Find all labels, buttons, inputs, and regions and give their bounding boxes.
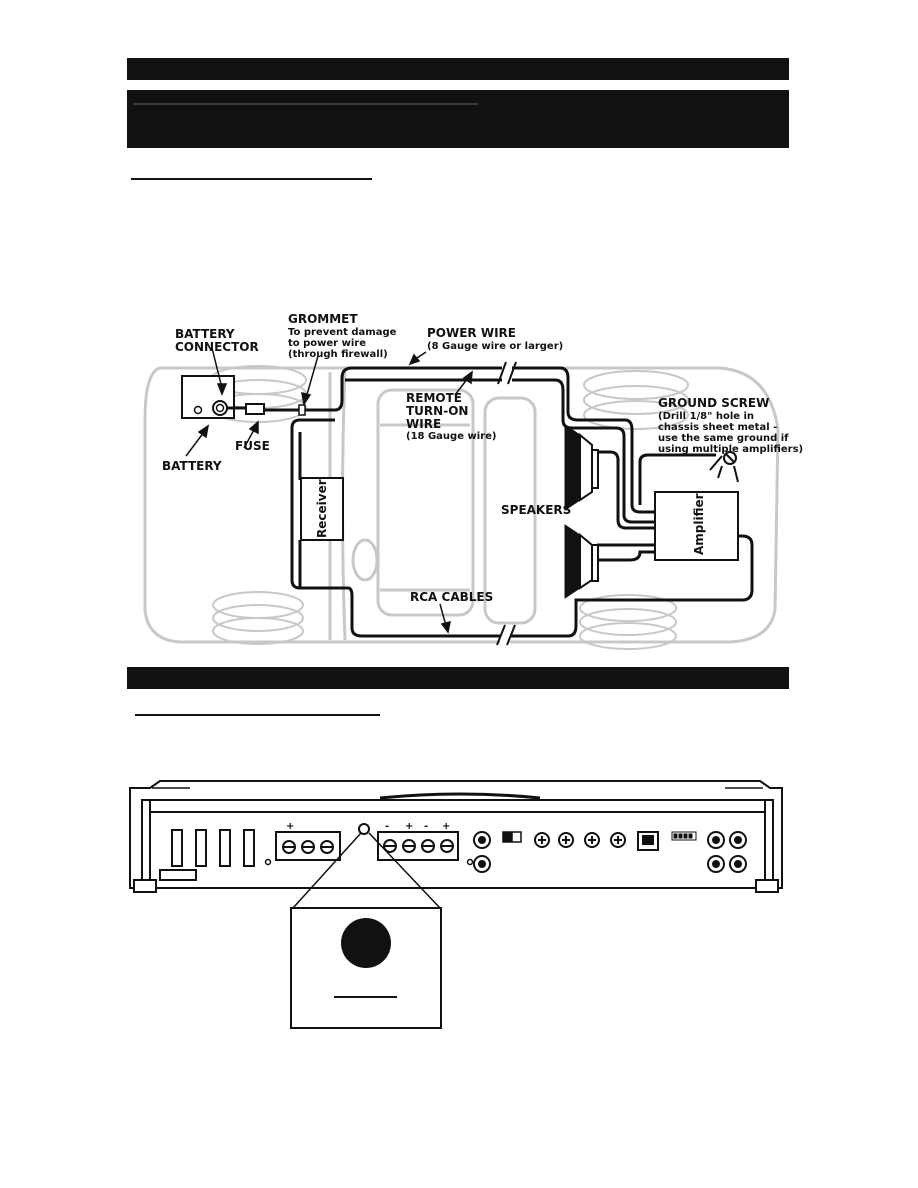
battery-connector-label: BATTERY CONNECTOR bbox=[175, 327, 259, 354]
battery-terminal-small bbox=[193, 405, 203, 415]
mode-switch bbox=[502, 831, 522, 843]
speaker-terminal-block bbox=[377, 831, 459, 861]
break-marks bbox=[496, 361, 517, 646]
svg-text:-: - bbox=[385, 821, 389, 832]
section-header-bar-1 bbox=[127, 58, 789, 80]
grommet-label: GROMMET bbox=[288, 312, 358, 326]
battery-label: BATTERY bbox=[162, 459, 222, 473]
power-terminal-block bbox=[275, 831, 341, 861]
ground-screw-label: GROUND SCREW bbox=[658, 396, 769, 410]
ground-screw bbox=[709, 451, 739, 483]
amplifier-box bbox=[654, 491, 739, 561]
vent-slots bbox=[171, 829, 255, 867]
remote-wire-note: (18 Gauge wire) bbox=[406, 431, 496, 442]
power-led bbox=[358, 823, 370, 835]
subheading-rule-2 bbox=[135, 714, 380, 716]
speakers-label: SPEAKERS bbox=[501, 503, 571, 517]
rca-output-jacks bbox=[707, 831, 747, 873]
rca-cables-label: RCA CABLES bbox=[410, 590, 493, 604]
callout-label-rule bbox=[334, 996, 397, 998]
wiring-diagram: BATTERY CONNECTOR GROMMET To prevent dam… bbox=[143, 312, 803, 650]
grommet-note: To prevent damage to power wire (through… bbox=[288, 327, 400, 360]
subheading-rule-1 bbox=[131, 178, 372, 180]
amp-chassis bbox=[129, 780, 783, 893]
warning-banner bbox=[127, 90, 789, 148]
label-arrows bbox=[185, 347, 473, 634]
section-header-bar-2 bbox=[127, 667, 789, 689]
amplifier-label: Amplifier bbox=[692, 493, 706, 555]
remote-wire-label: REMOTE TURN-ON WIRE bbox=[406, 391, 473, 431]
callout-lines bbox=[292, 832, 441, 909]
power-wire-label: POWER WIRE bbox=[427, 326, 516, 340]
banner-underline bbox=[133, 103, 478, 105]
fuse-label: FUSE bbox=[235, 439, 270, 453]
svg-text:+: + bbox=[442, 821, 450, 832]
speaker-top bbox=[564, 424, 599, 511]
remote-port bbox=[637, 831, 659, 851]
adjustment-knobs bbox=[534, 832, 626, 848]
power-wire-note: (8 Gauge wire or larger) bbox=[427, 341, 563, 352]
car-outline bbox=[143, 366, 780, 644]
dip-switches bbox=[671, 831, 697, 841]
wires bbox=[227, 366, 754, 638]
svg-text:+: + bbox=[286, 821, 294, 832]
terminal-marks: + - + - + bbox=[286, 821, 450, 832]
callout-led-icon bbox=[341, 918, 391, 968]
receiver-label: Receiver bbox=[315, 479, 329, 538]
ground-screw-note: (Drill 1/8" hole in chassis sheet metal … bbox=[658, 411, 803, 455]
receiver-box bbox=[300, 477, 344, 541]
svg-text:+: + bbox=[405, 821, 413, 832]
svg-text:-: - bbox=[424, 821, 428, 832]
rca-input-jacks bbox=[473, 831, 491, 873]
speaker-bottom bbox=[564, 524, 599, 599]
